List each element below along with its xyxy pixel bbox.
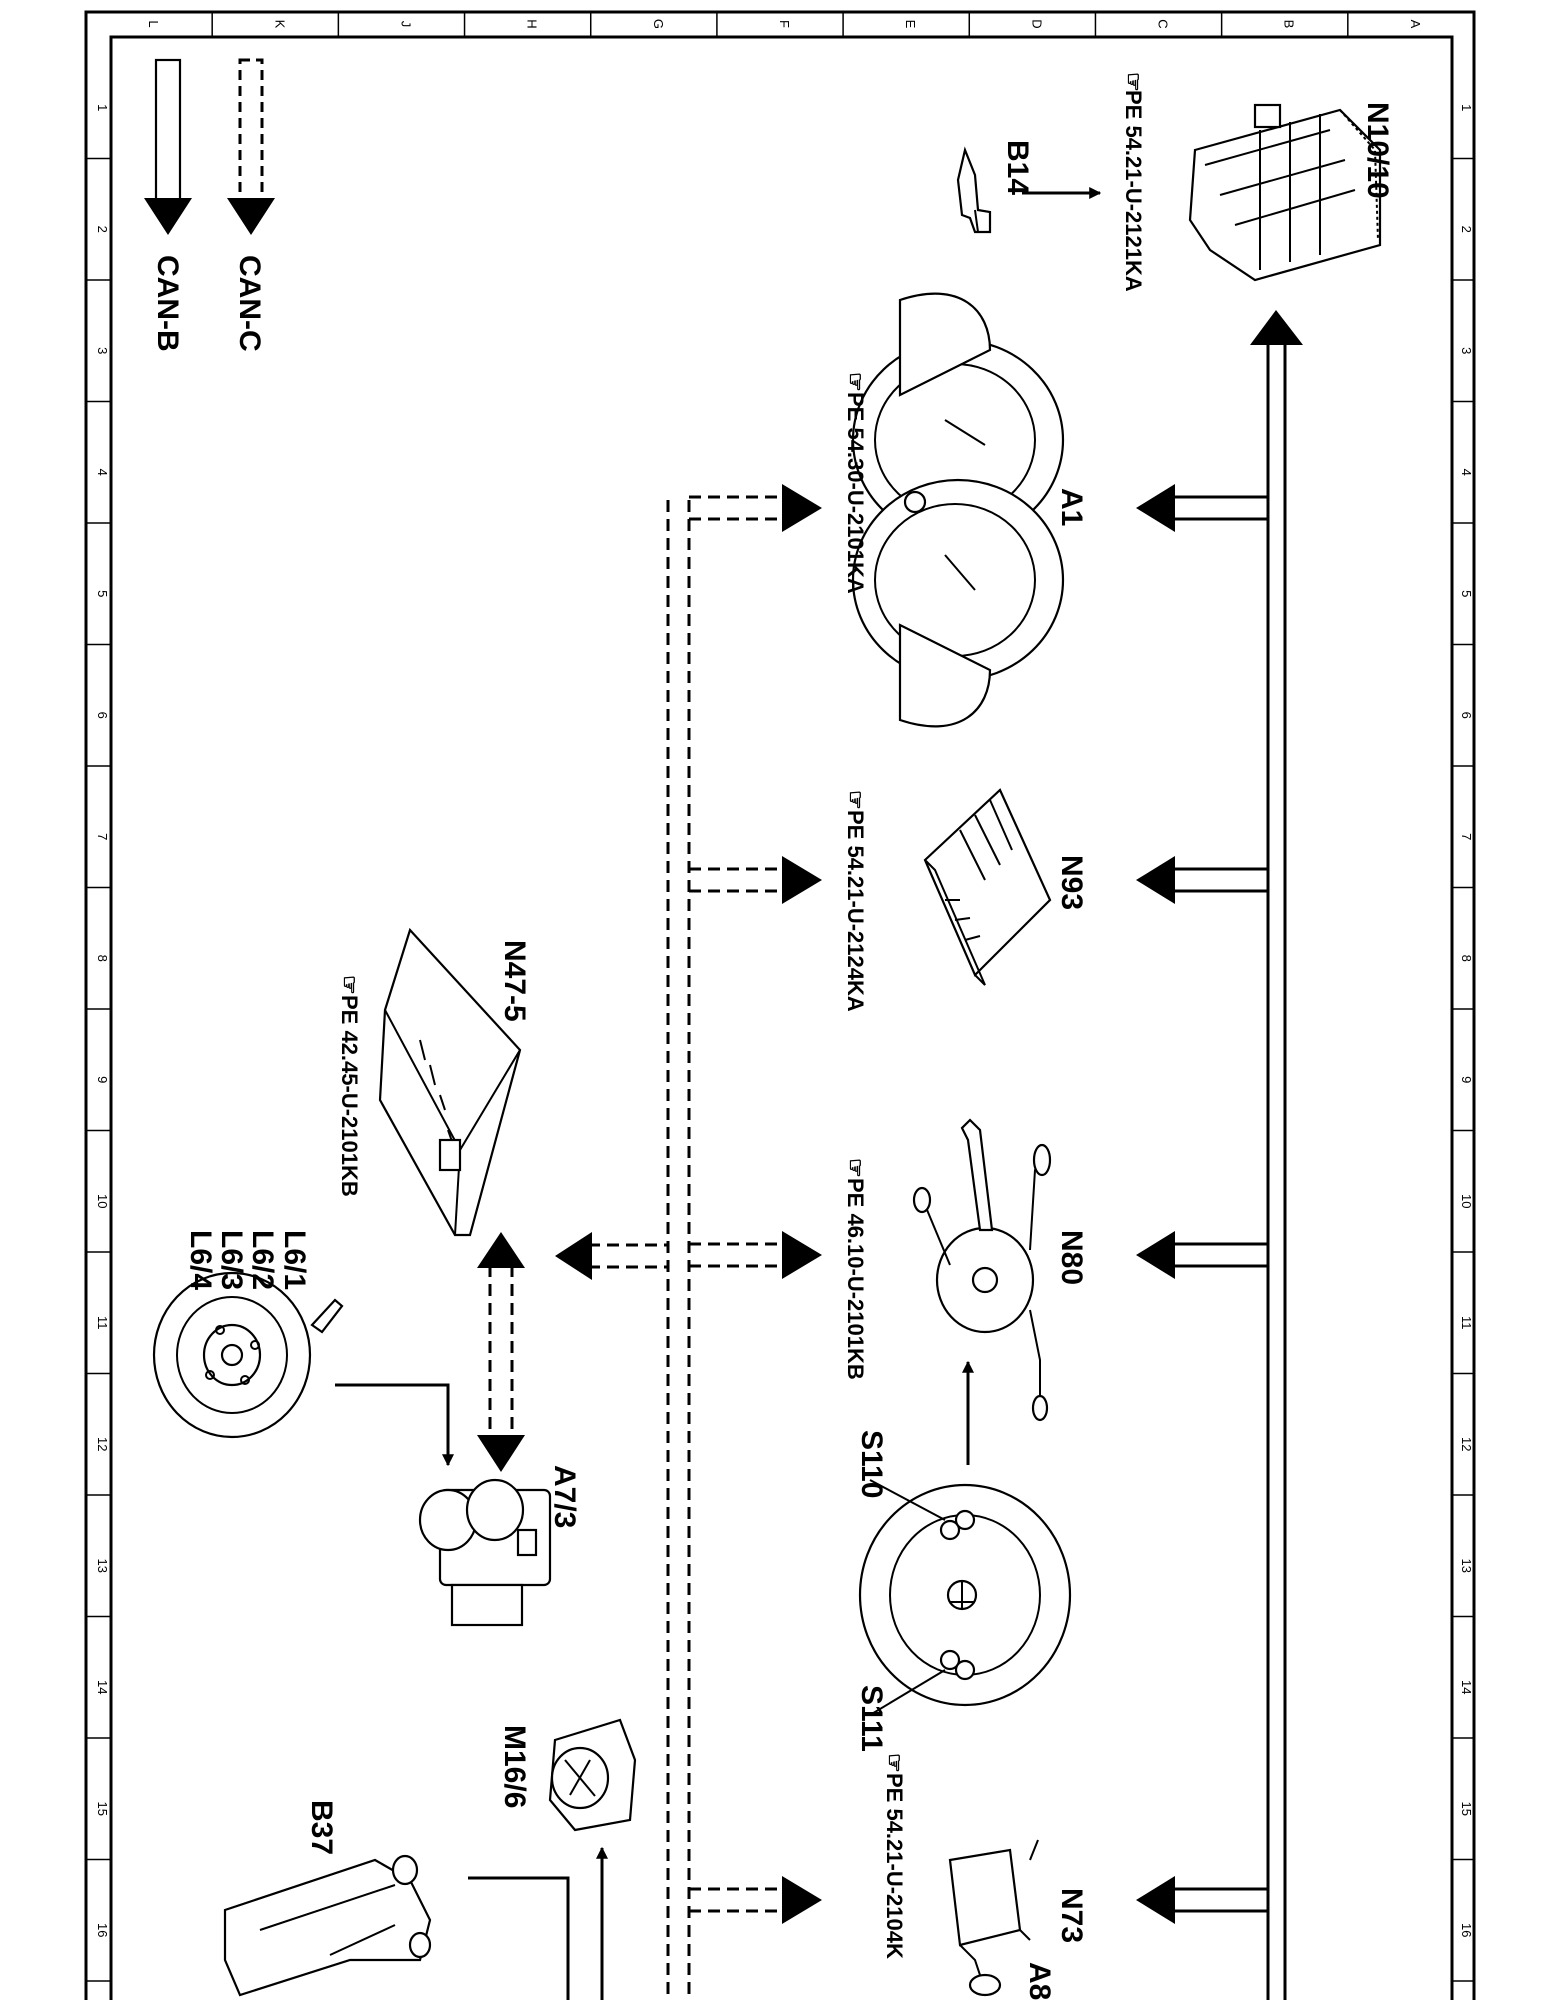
grid-row-label: 4 xyxy=(1459,469,1474,476)
n47-5-label: N47-5 xyxy=(498,940,531,1022)
grid-row-label: 2 xyxy=(1459,226,1474,233)
s111-label: S111 xyxy=(855,1685,888,1752)
n80-label: N80 xyxy=(1055,1230,1088,1285)
grid-row-label: 5 xyxy=(1459,590,1474,597)
n73-ref: PE 54.21-U-2104K xyxy=(882,1773,907,1959)
grid-row-label: 10 xyxy=(1459,1194,1474,1208)
grid-row-label: 14 xyxy=(1459,1680,1474,1694)
component-b14: B14 xyxy=(956,140,1102,234)
can-c-bus xyxy=(477,484,822,2000)
grid-row-label: 6 xyxy=(1459,712,1474,719)
component-l6: L6/1 L6/2 L6/3 L6/4 xyxy=(152,1230,454,1467)
component-steering-wheel: S110 S111 xyxy=(855,1430,1072,1752)
m16-6-label: M16/6 xyxy=(498,1725,531,1808)
grid-row-label: 13 xyxy=(95,1559,110,1573)
grid-row-label: 8 xyxy=(95,955,110,962)
grid-column-label: A xyxy=(1408,20,1423,29)
grid-row-label: 12 xyxy=(95,1437,110,1451)
can-c-arrow xyxy=(238,58,264,202)
a7-3-label: A7/3 xyxy=(548,1465,581,1528)
grid-row-label: 4 xyxy=(95,469,110,476)
grid-row-label: 2 xyxy=(95,226,110,233)
component-b37: B37 xyxy=(223,1800,570,2000)
legend: CAN-B CAN-C xyxy=(144,58,275,352)
grid-row-label: 15 xyxy=(95,1802,110,1816)
b14-label: B14 xyxy=(1001,140,1034,195)
grid-column-label: B xyxy=(1282,20,1297,29)
component-a1: A1 PE 54.30-U-2101KA ☞ xyxy=(843,292,1088,728)
l6-label-4: L6/4 xyxy=(184,1230,217,1290)
a1-label: A1 xyxy=(1055,488,1088,526)
grid-row-label: 11 xyxy=(1459,1316,1474,1330)
grid-row-label: 3 xyxy=(1459,347,1474,354)
l6-label-3: L6/3 xyxy=(215,1230,248,1290)
component-m16-6: M16/6 xyxy=(498,1718,637,2000)
a1-ref: PE 54.30-U-2101KA xyxy=(843,392,868,594)
grid-column-label: D xyxy=(1029,19,1044,28)
legend-can-b-label: CAN-B xyxy=(151,255,184,352)
grid-column-label: G xyxy=(651,19,666,29)
n10-10-label: N10/10 xyxy=(1361,102,1394,199)
grid-row-label: 13 xyxy=(1459,1559,1474,1573)
grid-row-label: 11 xyxy=(95,1316,110,1330)
component-n10-10: N10/10 PE 54.21-U-2121KA ☞ xyxy=(1121,72,1394,292)
n93-label: N93 xyxy=(1055,855,1088,910)
b37-label: B37 xyxy=(305,1800,338,1855)
n73-label: N73 xyxy=(1055,1888,1088,1943)
a8-label: A8 xyxy=(1023,1962,1056,2000)
component-n80: N80 PE 46.10-U-2101KB ☞ xyxy=(843,1118,1088,1422)
grid-row-label: 7 xyxy=(95,833,110,840)
n10-10-ref: PE 54.21-U-2121KA xyxy=(1121,90,1146,292)
grid-row-label: 5 xyxy=(95,590,110,597)
grid-row-label: 16 xyxy=(95,1923,110,1937)
grid-column-label: J xyxy=(398,21,413,28)
grid-row-label: 7 xyxy=(1459,833,1474,840)
a1-ref-icon: ☞ xyxy=(843,372,868,392)
grid-row-label: 12 xyxy=(1459,1437,1474,1451)
l6-label-1: L6/1 xyxy=(278,1230,311,1290)
n73-ref-icon: ☞ xyxy=(882,1753,907,1773)
grid-row-label: 1 xyxy=(95,104,110,111)
grid-column-label: F xyxy=(777,20,792,28)
n47-5-ref-icon: ☞ xyxy=(337,975,362,995)
inner-frame xyxy=(109,35,1454,2000)
can-b-arrow xyxy=(154,58,182,202)
grid-row-label: 14 xyxy=(95,1680,110,1694)
grid-row-label: 6 xyxy=(95,712,110,719)
grid-column-label: L xyxy=(146,20,161,27)
s110-label: S110 xyxy=(855,1430,888,1498)
grid-column-label: E xyxy=(903,20,918,29)
n80-ref-icon: ☞ xyxy=(843,1158,868,1178)
grid-row-label: 9 xyxy=(95,1076,110,1083)
grid-row-label: 15 xyxy=(1459,1802,1474,1816)
grid-row-label: 1 xyxy=(1459,104,1474,111)
legend-can-c-label: CAN-C xyxy=(233,255,266,352)
component-a7-3: A7/3 xyxy=(418,1465,581,1627)
grid-row-label: 3 xyxy=(95,347,110,354)
grid-row-label: 9 xyxy=(1459,1076,1474,1083)
outer-frame xyxy=(84,10,1476,2000)
n93-ref-icon: ☞ xyxy=(843,790,868,810)
grid-column-label: C xyxy=(1156,19,1171,28)
component-n47-5: N47-5 PE 42.45-U-2101KB ☞ xyxy=(337,927,531,1237)
n80-ref: PE 46.10-U-2101KB xyxy=(843,1178,868,1380)
grid-row-label: 8 xyxy=(1459,955,1474,962)
l6-label-2: L6/2 xyxy=(246,1230,279,1290)
grid-column-label: H xyxy=(525,19,540,28)
n47-5-ref: PE 42.45-U-2101KB xyxy=(337,995,362,1197)
component-n73: N73 PE 54.21-U-2104K ☞ A8 xyxy=(882,1753,1088,2000)
n10-10-ref-icon: ☞ xyxy=(1121,72,1146,92)
can-b-bus xyxy=(1136,310,1303,2000)
grid-row-label: 16 xyxy=(1459,1923,1474,1937)
grid-row-label: 10 xyxy=(95,1194,110,1208)
grid-column-label: K xyxy=(272,20,287,29)
component-n93: N93 PE 54.21-U-2124KA ☞ xyxy=(843,788,1088,1012)
n93-ref: PE 54.21-U-2124KA xyxy=(843,810,868,1012)
